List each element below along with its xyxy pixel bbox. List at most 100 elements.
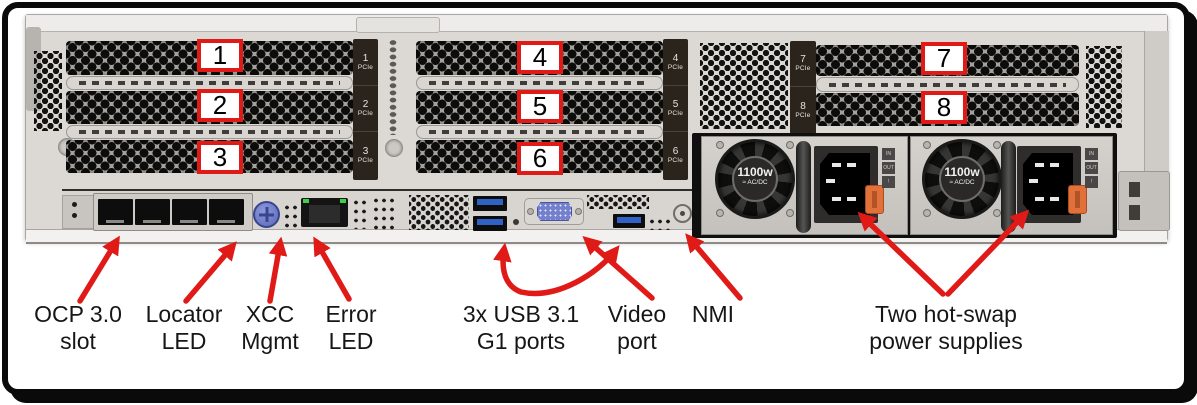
- label-line: port: [617, 328, 657, 354]
- pcie-tag-bus: PCIe: [357, 63, 374, 71]
- ocp-port-3: [172, 199, 207, 225]
- psu1-inlet-pin: [847, 197, 856, 201]
- pcie-tag-7: 7 PCIe: [790, 41, 816, 87]
- slot1-filler-bracket: [66, 76, 353, 90]
- pcie-tag-bus: PCIe: [667, 156, 684, 164]
- usb-tongue: [617, 217, 641, 223]
- slot-marker-4: 4: [517, 41, 563, 74]
- vent-holes: [648, 217, 672, 230]
- lid-tab: [356, 17, 440, 33]
- ocp-port-latch: [106, 220, 124, 223]
- ocp-port-1: [98, 199, 133, 225]
- pcie-strip-riser3: 7 PCIe 8 PCIe: [790, 41, 816, 134]
- psu1-screw: [716, 141, 724, 149]
- psu1-inlet-pin: [847, 163, 856, 167]
- vent-hole: [72, 202, 77, 207]
- label-line: Locator: [145, 301, 223, 327]
- video-port: [537, 202, 572, 221]
- psu1-ac-inlet: [820, 153, 870, 215]
- usb-port-2: [473, 216, 507, 231]
- label-video-port: Video port: [608, 301, 666, 355]
- ocp-port-latch: [180, 220, 198, 223]
- label-line: Two hot-swap: [875, 301, 1017, 327]
- riser-divider-vent-column: [384, 39, 402, 135]
- vga-screw-right: [575, 208, 582, 215]
- bracket-slot: [1129, 182, 1140, 197]
- vent-hole: [513, 219, 519, 225]
- rj45-opening: [309, 205, 340, 223]
- pcie-tag-bus: PCIe: [795, 65, 811, 72]
- psu2-handle: [1001, 141, 1016, 233]
- pcie-tag-bus: PCIe: [667, 110, 684, 117]
- psu2-indicators: IN OUT !: [1085, 148, 1098, 190]
- nmi-pinhole: [680, 211, 685, 216]
- slot5-filler-bracket: [416, 125, 663, 139]
- riser3-vent-panel: [700, 43, 788, 129]
- pcie-tag-8: 8 PCIe: [790, 87, 816, 133]
- pcie-tag-num: 7: [800, 54, 806, 65]
- vga-screw-left: [527, 208, 534, 215]
- pcie-tag-5: 5 PCIe: [663, 86, 688, 132]
- pcie-tag-num: 3: [362, 145, 369, 157]
- psu1-indicators: IN OUT !: [882, 148, 895, 190]
- label-line: NMI: [691, 301, 735, 327]
- label-line: LED: [328, 328, 374, 354]
- psu1-power-type: ≈ AC/DC: [742, 179, 768, 186]
- pcie-tag-num: 8: [800, 100, 806, 112]
- pcie-strip-riser1: 1 PCIe 2 PCIe 3 PCIe: [353, 39, 378, 180]
- slot-marker-3: 3: [197, 141, 243, 174]
- latch-slot: [1075, 191, 1080, 208]
- pcie-tag-bus: PCIe: [357, 110, 374, 117]
- pcie-tag-2: 2 PCIe: [353, 86, 378, 132]
- slot-marker-6: 6: [517, 142, 563, 175]
- label-xcc-mgmt: XCC Mgmt: [241, 301, 299, 355]
- label-nmi: NMI: [692, 301, 734, 328]
- pcie-tag-bus: PCIe: [795, 111, 811, 119]
- psu2-led-in: IN: [1085, 148, 1098, 160]
- chassis-top-lip: [26, 15, 1167, 32]
- label-line: Mgmt: [241, 328, 299, 354]
- psu2-screw: [993, 209, 1001, 217]
- io-recess-edge: [62, 189, 692, 191]
- psu2-ac-inlet: [1023, 153, 1073, 215]
- ocp-port-4: [209, 199, 244, 225]
- slot-marker-5: 5: [517, 90, 563, 123]
- psu1-handle: [796, 141, 811, 233]
- usb-tongue: [477, 199, 503, 205]
- vent-hole: [72, 213, 77, 218]
- right-rear-bracket: [1118, 171, 1170, 231]
- label-line: XCC: [245, 301, 295, 327]
- psu2-led-fault: !: [1085, 176, 1098, 188]
- psu2-screw: [993, 141, 1001, 149]
- right-ear-vent: [1086, 46, 1122, 128]
- label-line: Error: [325, 301, 377, 327]
- slot4-filler-bracket: [416, 76, 663, 90]
- psu1-led-out: OUT: [882, 162, 895, 174]
- psu2-release-latch: [1068, 185, 1087, 214]
- label-locator-led: Locator LED: [146, 301, 223, 355]
- thumbscrew-slot: [259, 213, 274, 216]
- blue-thumbscrew: [253, 201, 280, 228]
- label-line: 3x USB 3.1: [462, 301, 580, 327]
- usb-port-1: [473, 196, 507, 211]
- label-power-supplies: Two hot-swap power supplies: [869, 301, 1022, 355]
- hinge-vents: [372, 196, 398, 230]
- psu1-wattage: 1100w: [737, 165, 773, 179]
- io-vent-row: [587, 195, 649, 209]
- psu1-release-latch: [865, 185, 884, 214]
- psu2-screw: [923, 209, 931, 217]
- link-led: [303, 199, 309, 203]
- slot-marker-2: 2: [197, 89, 243, 122]
- psu2-led-out: OUT: [1085, 162, 1098, 174]
- psu2-wattage: 1100w: [944, 165, 980, 179]
- pcie-tag-num: 1: [362, 52, 369, 64]
- left-ear-vent: [34, 51, 62, 131]
- pcie-tag-num: 6: [672, 145, 679, 157]
- error-led-vents: [352, 198, 368, 229]
- label-ocp-slot: OCP 3.0 slot: [34, 301, 122, 355]
- label-line: G1 ports: [476, 328, 566, 354]
- psu2-inlet-pin: [1035, 197, 1044, 201]
- psu1-screw: [716, 209, 724, 217]
- label-line: LED: [161, 328, 207, 354]
- slot2-filler-bracket: [66, 125, 353, 139]
